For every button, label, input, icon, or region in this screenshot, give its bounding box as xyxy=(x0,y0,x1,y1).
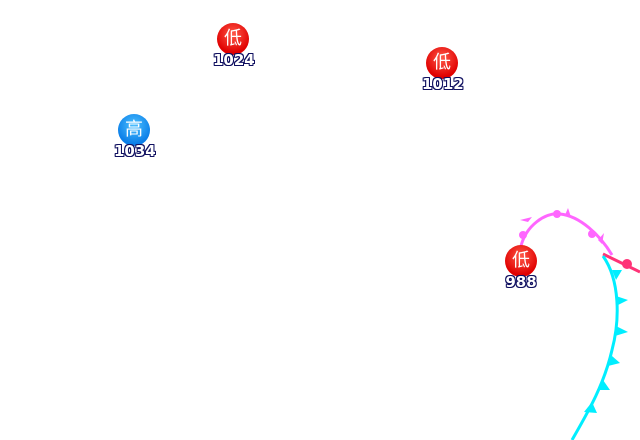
low-pressure-icon: 低 xyxy=(505,245,537,277)
occluded-front xyxy=(519,208,614,256)
low-pressure-icon: 低 xyxy=(217,23,249,55)
high-pressure-icon: 高 xyxy=(118,114,150,146)
pressure-value: 988 xyxy=(505,273,537,291)
pressure-value: 1024 xyxy=(213,51,255,69)
low-pressure-icon: 低 xyxy=(426,47,458,79)
pressure-center-low: 低 988 xyxy=(501,245,541,290)
cold-front xyxy=(570,255,628,440)
pressure-value: 1012 xyxy=(422,75,464,93)
pressure-center-low: 低 1012 xyxy=(422,47,464,93)
pressure-value: 1034 xyxy=(114,142,156,160)
pressure-center-high: 高 1034 xyxy=(114,114,156,160)
warm-front xyxy=(602,252,640,274)
pressure-center-low: 低 1024 xyxy=(213,23,255,69)
